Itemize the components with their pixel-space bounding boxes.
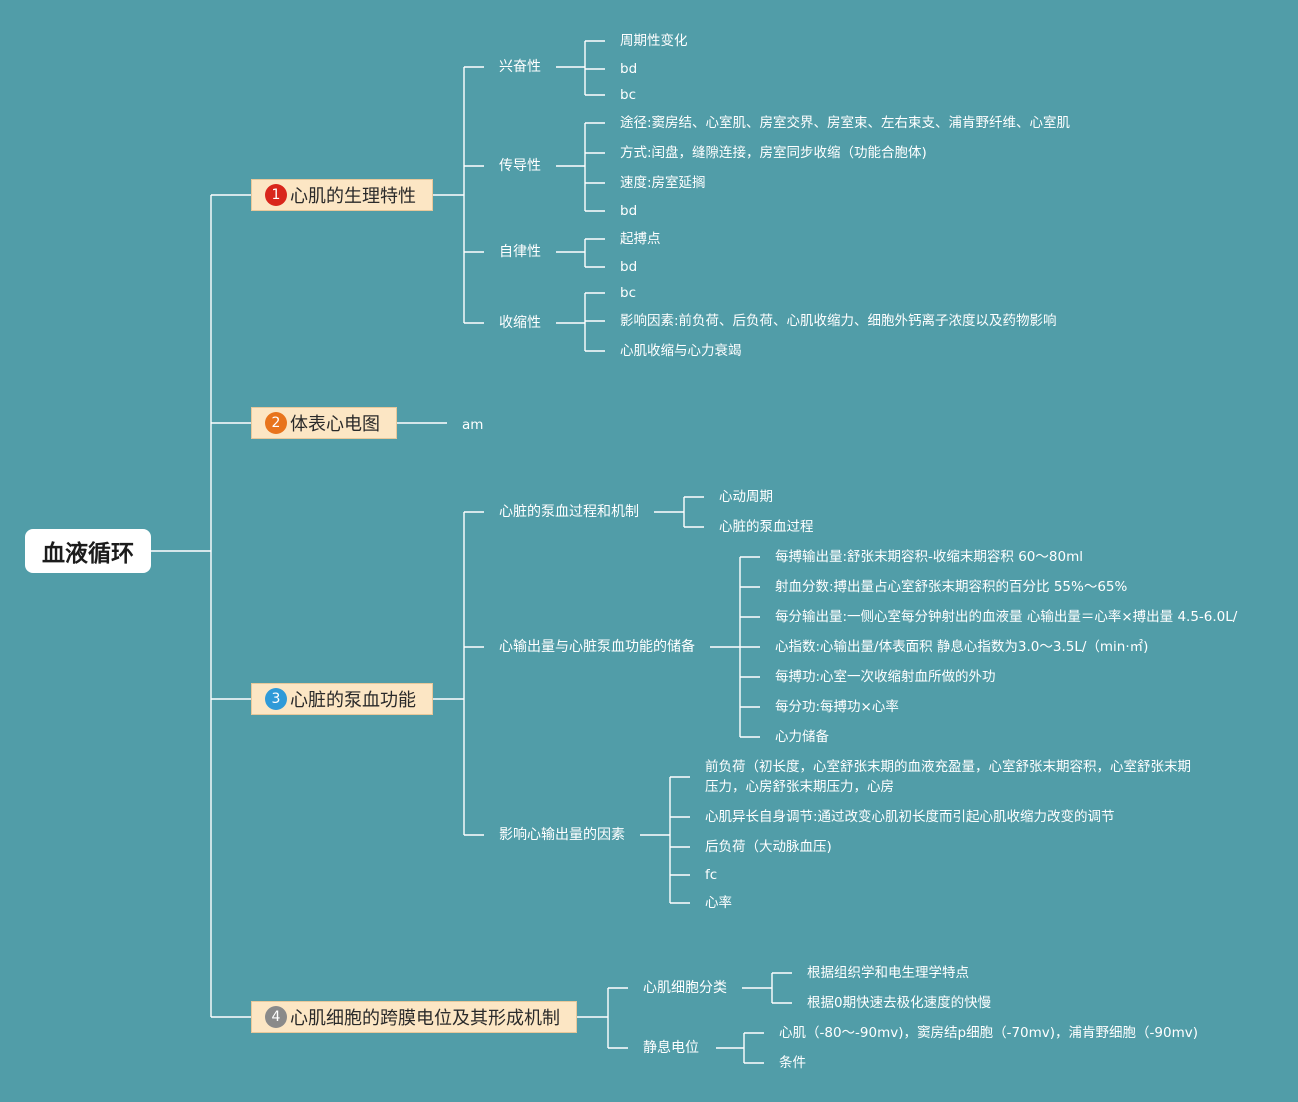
leaf-item[interactable]: fc [705,867,718,883]
branch-2-badge: 2 [265,412,287,434]
leaf-item[interactable]: 每搏功:心室一次收缩射血所做的外功 [775,669,996,685]
connector [654,496,704,528]
connector [710,556,760,738]
branch-4-badge: 4 [265,1006,287,1028]
connector [433,66,484,324]
connector [716,1032,764,1064]
connector [151,194,251,1018]
branch-4-label: 心肌细胞的跨膜电位及其形成机制 [290,1008,560,1029]
branch-2-node[interactable]: 2 体表心电图 [251,407,397,439]
connector [640,776,690,904]
connector [742,972,792,1004]
leaf-item[interactable]: 根据组织学和电生理学特点 [807,965,969,981]
leaf-item[interactable]: bc [620,285,636,301]
leaf-item[interactable]: 每分输出量:一侧心室每分钟射出的血液量 心输出量＝心率×搏出量 4.5-6.0L… [775,609,1238,625]
leaf-item[interactable]: 心脏的泵血过程 [719,519,814,535]
branch-3-label: 心脏的泵血功能 [290,690,416,711]
leaf-item[interactable]: 每搏输出量:舒张末期容积-收缩末期容积 60～80ml [775,549,1083,565]
topic-output-factors[interactable]: 影响心输出量的因素 [499,827,625,843]
leaf-item[interactable]: 射血分数:搏出量占心室舒张末期容积的百分比 55%～65% [775,579,1128,595]
branch-3-badge: 3 [265,688,287,710]
leaf-item[interactable]: 心肌收缩与心力衰竭 [620,343,742,359]
leaf-item[interactable]: 起搏点 [620,231,661,247]
topic-pumping-process[interactable]: 心脏的泵血过程和机制 [499,504,639,520]
connector [556,292,605,352]
connector [556,238,605,268]
leaf-item[interactable]: 心动周期 [719,489,773,505]
leaf-item[interactable]: 影响因素:前负荷、后负荷、心肌收缩力、细胞外钙离子浓度以及药物影响 [620,313,1057,329]
leaf-item[interactable]: 周期性变化 [620,33,688,49]
leaf-item[interactable]: bd [620,203,638,219]
leaf-item[interactable]: 心肌（-80～-90mv)，窦房结p细胞（-70mv)，浦肯野细胞（-90mv) [779,1025,1198,1041]
leaf-item[interactable]: 方式:闰盘，缝隙连接，房室同步收缩（功能合胞体) [620,145,927,161]
root-label: 血液循环 [42,541,134,567]
branch-4-node[interactable]: 4 心肌细胞的跨膜电位及其形成机制 [251,1001,577,1033]
leaf-item[interactable]: 心率 [705,895,732,911]
leaf-item[interactable]: 前负荷（初长度，心室舒张末期的血液充盈量，心室舒张末期容积，心室舒张末期压力，心… [705,759,1191,795]
leaf-item[interactable]: 途径:窦房结、心室肌、房室交界、房室束、左右束支、浦肯野纤维、心室肌 [620,115,1071,131]
leaf-item[interactable]: 心肌异长自身调节:通过改变心肌初长度而引起心肌收缩力改变的调节 [705,809,1115,825]
connector [556,122,605,212]
topic-resting-potential[interactable]: 静息电位 [643,1040,699,1056]
leaf-item[interactable]: 每分功:每搏功×心率 [775,699,899,715]
branch-1-badge: 1 [265,184,287,206]
root-node[interactable]: 血液循环 [25,529,151,573]
topic-cardiac-output[interactable]: 心输出量与心脏泵血功能的储备 [499,639,695,655]
branch-3-node[interactable]: 3 心脏的泵血功能 [251,683,433,715]
leaf-item[interactable]: 心力储备 [775,729,829,745]
leaf-item[interactable]: bc [620,87,636,103]
leaf-item[interactable]: bd [620,259,638,275]
topic-conductivity[interactable]: 传导性 [499,158,541,174]
leaf-item[interactable]: 速度:房室延搁 [620,175,706,191]
topic-automaticity[interactable]: 自律性 [499,244,541,260]
leaf-item[interactable]: 根据0期快速去极化速度的快慢 [807,995,992,1011]
leaf-item[interactable]: am [462,417,484,433]
connector [433,511,484,836]
leaf-item[interactable]: 条件 [779,1055,806,1071]
branch-1-node[interactable]: 1 心肌的生理特性 [251,179,433,211]
leaf-item[interactable]: 后负荷（大动脉血压) [705,839,832,855]
branch-2-label: 体表心电图 [290,414,380,435]
connector [556,40,605,96]
topic-cell-classification[interactable]: 心肌细胞分类 [643,980,727,996]
connector [577,987,628,1049]
branch-1-label: 心肌的生理特性 [290,186,416,207]
leaf-item[interactable]: 心指数:心输出量/体表面积 静息心指数为3.0～3.5L/（min·㎡) [775,639,1149,655]
topic-excitability[interactable]: 兴奋性 [499,59,541,75]
leaf-item[interactable]: bd [620,61,638,77]
topic-contractility[interactable]: 收缩性 [499,315,541,331]
